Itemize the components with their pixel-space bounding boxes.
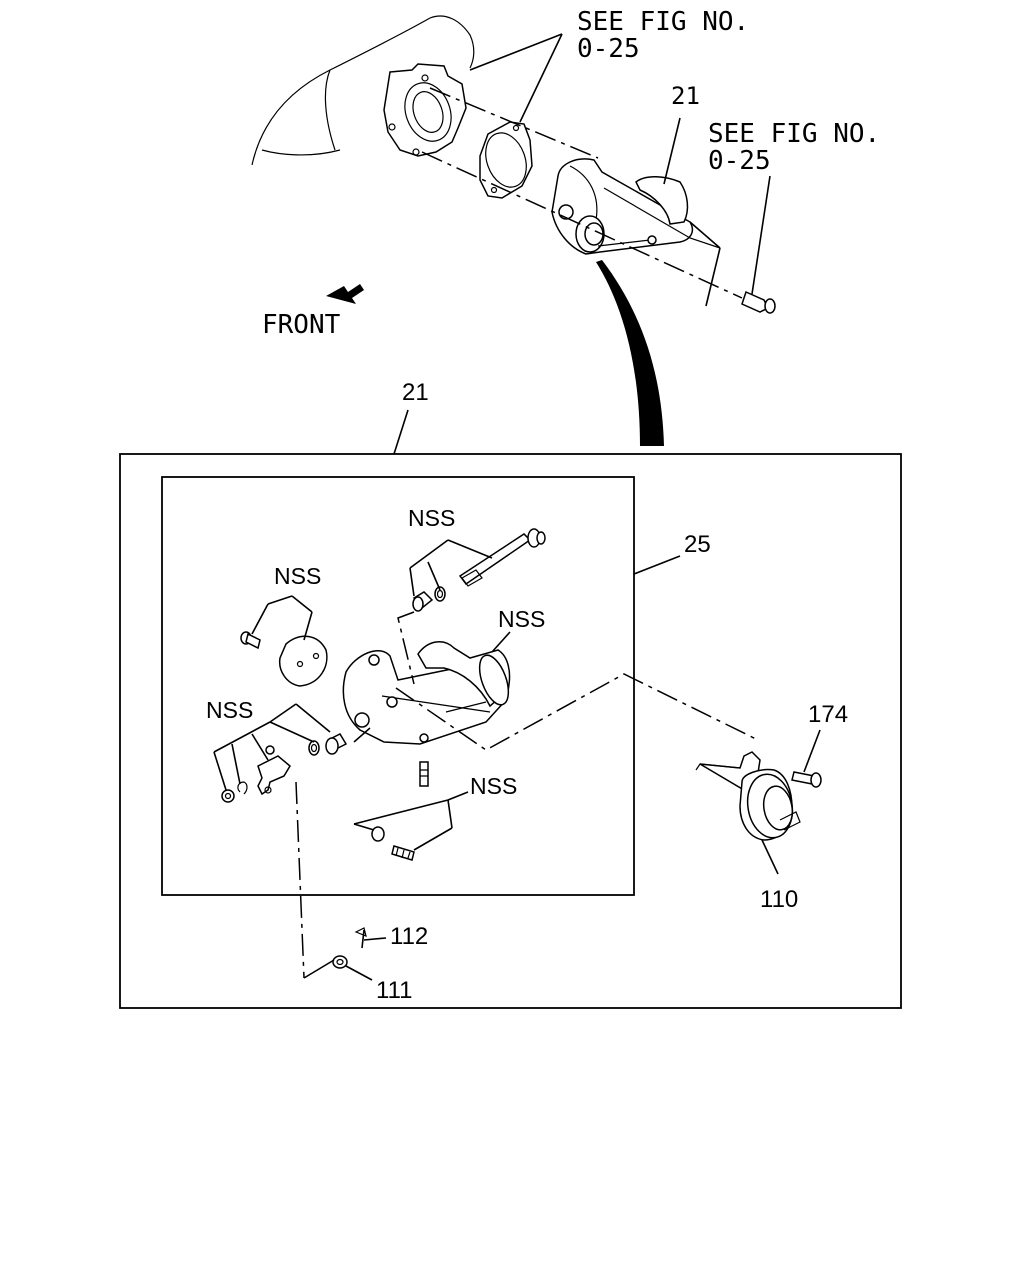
assembly-dash-lines (295, 611, 759, 979)
part-number-21-box: 21 (402, 379, 429, 406)
nss-pipe-leader (491, 631, 511, 653)
stud-bolt (391, 845, 415, 861)
lever-arm (257, 745, 291, 796)
nss-label-pipe: NSS (498, 606, 545, 632)
valve-screw (240, 631, 261, 650)
flat-washer (332, 955, 348, 969)
leader-25 (633, 555, 681, 575)
lever-nut (221, 789, 235, 803)
nss-plate-leader (251, 595, 313, 641)
connecting-bolt (741, 290, 776, 314)
nss-label-left: NSS (206, 697, 253, 723)
part-number-111: 111 (376, 977, 412, 1004)
exhaust-manifold-flange (383, 63, 467, 157)
see-fig-right-line2: 0-25 (708, 146, 771, 176)
subassembly-inner-box (161, 476, 635, 896)
exhaust-brake-assembly-overview (551, 158, 721, 255)
shaft-bushing (412, 591, 434, 612)
valve-plate (278, 635, 328, 687)
zoom-wedge-arrow (596, 260, 664, 446)
part-number-174: 174 (808, 701, 848, 728)
part-number-110: 110 (760, 886, 798, 913)
leader-112 (363, 937, 387, 941)
leader-21-box (393, 409, 409, 455)
shaft-bolt (458, 528, 546, 587)
assembly-outer-box (119, 453, 902, 1009)
nss-label-stud: NSS (470, 773, 517, 799)
part-number-112: 112 (390, 923, 428, 950)
lever-bushing (325, 733, 348, 755)
lever-clip (237, 781, 248, 795)
part-number-25: 25 (684, 531, 711, 558)
actuator-bolt (791, 771, 822, 788)
actuator (695, 751, 801, 841)
leader-110 (761, 839, 779, 875)
front-label: FRONT (262, 310, 341, 340)
front-arrow-icon (326, 284, 364, 304)
nss-label-bolt: NSS (408, 505, 455, 531)
nss-label-plate: NSS (274, 563, 321, 589)
nss-left-leader (213, 703, 331, 791)
lever-washer (308, 740, 320, 756)
see-fig-right-line1: SEE FIG NO. (708, 119, 880, 149)
engine-outline (251, 15, 475, 166)
valve-body (342, 641, 511, 745)
leader-lines-top (421, 33, 771, 307)
pin-bracket-line (303, 959, 335, 979)
stud (419, 761, 429, 787)
nss-stud-leader (353, 791, 469, 851)
see-fig-top-line1: SEE FIG NO. (577, 7, 749, 37)
see-fig-top-line2: 0-25 (577, 34, 640, 64)
part-number-21-top: 21 (671, 82, 700, 110)
leader-174 (803, 729, 821, 773)
leader-111 (345, 965, 373, 981)
gasket (479, 121, 533, 199)
cotter-pin (354, 927, 367, 949)
nss-bolt-leader (409, 539, 493, 597)
stud-nut (371, 826, 385, 842)
shaft-washer (434, 586, 446, 602)
